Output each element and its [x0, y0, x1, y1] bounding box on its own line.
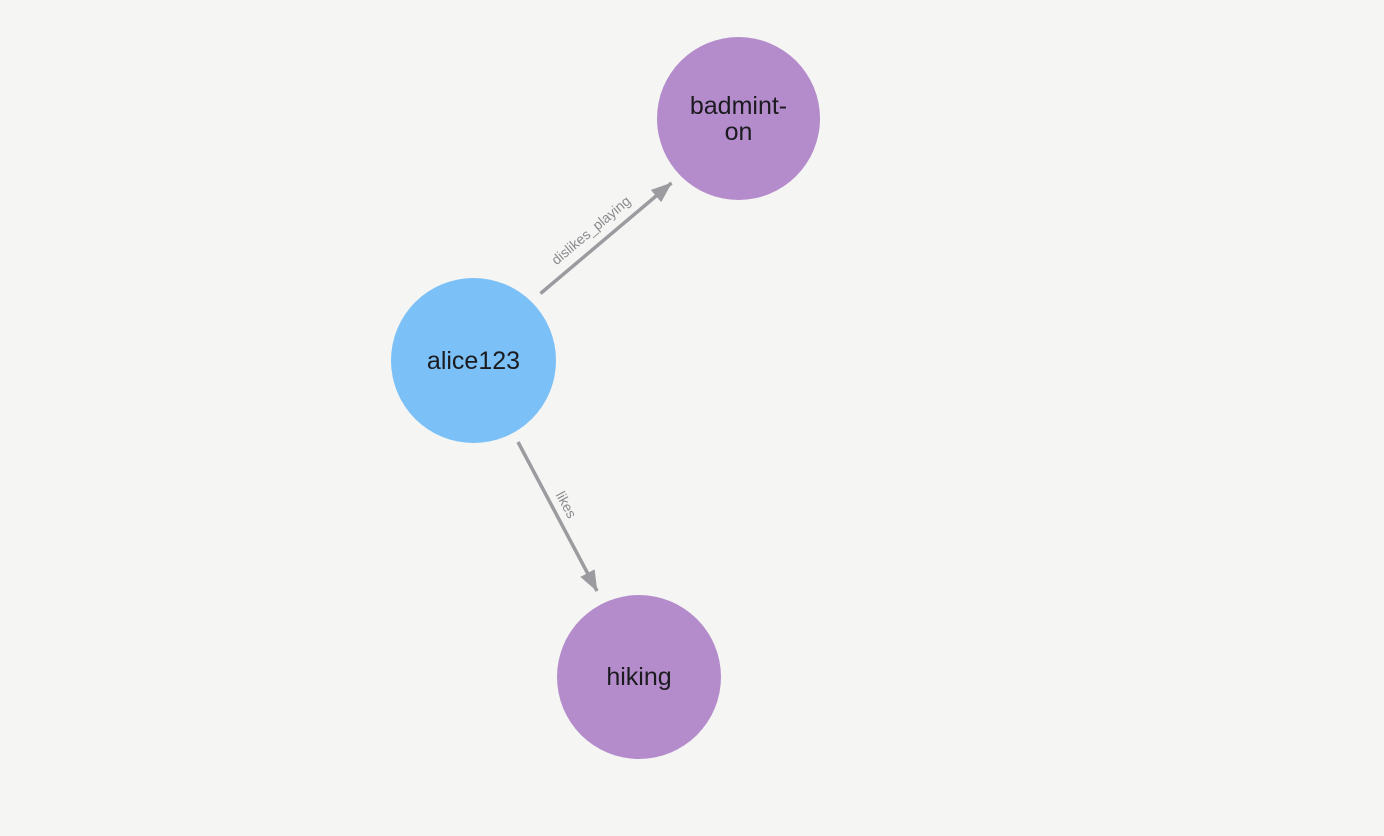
- node-badminton[interactable]: badmint-on: [657, 37, 820, 200]
- edge-label-dislikes_playing: dislikes_playing: [548, 193, 633, 268]
- node-label: badmint-: [689, 91, 788, 120]
- edge-alice123-hiking[interactable]: [516, 441, 599, 592]
- node-label: alice123: [426, 346, 521, 375]
- node-alice123[interactable]: alice123: [391, 278, 556, 443]
- edge-alice123-badminton[interactable]: [539, 181, 673, 295]
- node-label: hiking: [606, 663, 672, 691]
- node-label: on: [724, 117, 753, 146]
- node-hiking[interactable]: hiking: [557, 595, 721, 759]
